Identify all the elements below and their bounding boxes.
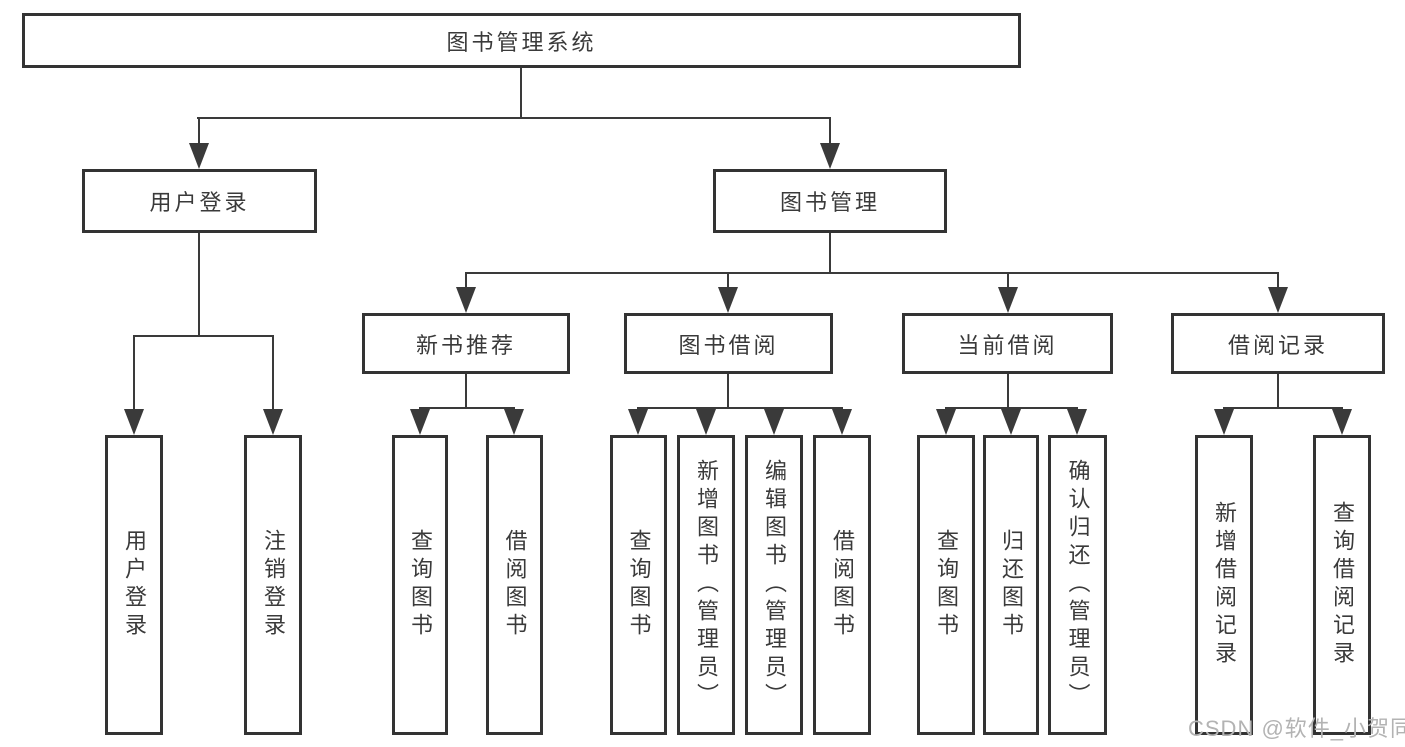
edge-borrow-rec-stub [1277,374,1279,409]
edge-book-mgmt-stub [829,233,831,274]
node-borrow-record: 借阅记录 [1171,313,1385,374]
edge-user-login-stub [198,233,200,337]
node-root-system: 图书管理系统 [22,13,1021,68]
leaf-edit-book-admin: 编辑图书（管理员） [745,435,803,735]
edge-to-user-login [198,117,200,145]
edge-to-book-borrow [727,272,729,289]
leaf-recommend-borrow-book: 借阅图书 [486,435,543,735]
leaf-return-book: 归还图书 [983,435,1039,735]
node-user-login: 用户登录 [82,169,317,233]
arrowhead-bb-borrow [832,409,852,435]
edge-new-book-bar [419,407,515,409]
edge-root-stub [520,68,522,118]
leaf-borrow-book: 借阅图书 [813,435,871,735]
leaf-add-borrow-record: 新增借阅记录 [1195,435,1253,735]
edge-to-borrow-rec [1277,272,1279,289]
leaf-user-login: 用户登录 [105,435,163,735]
arrowhead-book-borrow [718,287,738,313]
arrowhead-new-book [456,287,476,313]
arrowhead-br-add [1214,409,1234,435]
leaf-borrow-query-book: 查询图书 [610,435,667,735]
edge-level2-bar [197,117,831,119]
edge-level3-bar [465,272,1279,274]
edge-cur-borrow-stub [1007,374,1009,409]
edge-to-leaf-login [133,335,135,411]
arrowhead-user-login [189,143,209,169]
arrowhead-leaf-login [124,409,144,435]
arrowhead-book-mgmt [820,143,840,169]
arrowhead-bb-query [628,409,648,435]
node-current-borrow: 当前借阅 [902,313,1113,374]
leaf-recommend-query-book: 查询图书 [392,435,448,735]
arrowhead-cb-return [1001,409,1021,435]
edge-new-book-stub [465,374,467,409]
node-book-borrow: 图书借阅 [624,313,833,374]
edge-book-borrow-stub [727,374,729,409]
arrowhead-nb-query [410,409,430,435]
edge-book-borrow-bar [637,407,843,409]
arrowhead-cb-query [936,409,956,435]
edge-to-book-mgmt [829,117,831,145]
leaf-logout: 注销登录 [244,435,302,735]
edge-borrow-rec-bar [1223,407,1343,409]
leaf-confirm-return-admin: 确认归还（管理员） [1048,435,1107,735]
node-new-book-recommend: 新书推荐 [362,313,570,374]
edge-user-login-bar [133,335,274,337]
leaf-current-query-book: 查询图书 [917,435,975,735]
arrowhead-nb-borrow [504,409,524,435]
arrowhead-borrow-rec [1268,287,1288,313]
arrowhead-leaf-logout [263,409,283,435]
arrowhead-bb-add [696,409,716,435]
arrowhead-br-query [1332,409,1352,435]
leaf-query-borrow-record: 查询借阅记录 [1313,435,1371,735]
arrowhead-cur-borrow [998,287,1018,313]
arrowhead-cb-confirm [1067,409,1087,435]
edge-to-leaf-logout [272,335,274,411]
edge-to-cur-borrow [1007,272,1009,289]
node-book-management: 图书管理 [713,169,947,233]
csdn-watermark: CSDN @软件_小贺同学 [1188,716,1405,741]
arrowhead-bb-edit [764,409,784,435]
leaf-add-book-admin: 新增图书（管理员） [677,435,735,735]
edge-to-new-book [465,272,467,289]
